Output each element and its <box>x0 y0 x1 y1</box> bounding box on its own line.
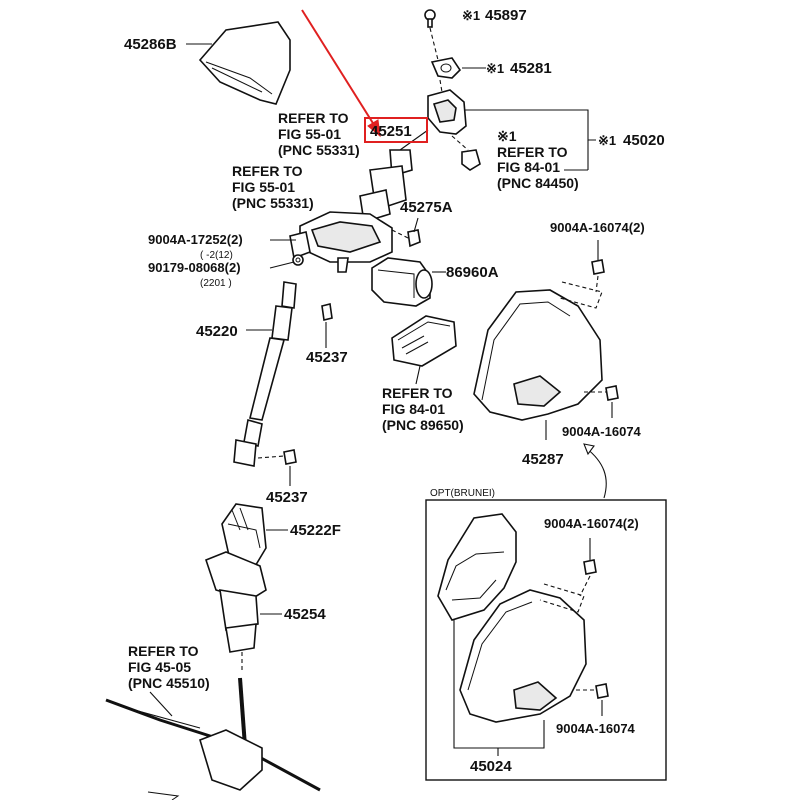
ref-top-right-mark: ※1 <box>497 128 517 144</box>
cover-45024-upper-drawing <box>437 513 517 621</box>
label-45254: 45254 <box>284 606 326 623</box>
ref-45-05-line2: FIG 45-05 <box>128 659 191 675</box>
label-9004a-16074-2-top: 9004A-16074(2) <box>550 220 645 235</box>
screw-9004a-mid-drawing <box>584 385 619 418</box>
ref-55b-line2: FIG 55-01 <box>232 179 295 195</box>
label-90179-08068: 90179-08068(2) <box>148 260 241 275</box>
label-9004a-17252: 9004A-17252(2) <box>148 232 243 247</box>
intermediate-shaft-45220-drawing <box>233 281 297 467</box>
housing-45254-drawing <box>205 551 282 672</box>
boot-cover-45222f-drawing <box>221 503 288 569</box>
key-cylinder-45281-drawing <box>430 57 486 79</box>
upper-cover-45286b-drawing <box>186 21 291 105</box>
ref-84-bottom-line2: FIG 84-01 <box>382 401 445 417</box>
label-45222f: 45222F <box>290 522 341 539</box>
label-45287: 45287 <box>522 451 564 468</box>
label-9004a-16074-2-box: 9004A-16074(2) <box>544 516 639 531</box>
ref-top-right-line3: (PNC 84450) <box>497 175 579 191</box>
ref-84-bottom-line1: REFER TO <box>382 385 453 401</box>
bolt-45237-a-drawing <box>321 303 333 348</box>
screw-box-bottom-drawing <box>576 683 609 716</box>
screw-box-top-drawing <box>579 538 597 597</box>
label-45281: 45281 <box>510 60 552 77</box>
motor-86960a-drawing <box>371 257 446 307</box>
lock-assembly-45020-drawing <box>427 79 596 171</box>
steering-rack-drawing <box>105 677 321 800</box>
ref-45-05-line3: (PNC 45510) <box>128 675 210 691</box>
cover-45024-lower-drawing <box>459 583 587 723</box>
label-45897-mark: ※1 <box>462 8 480 23</box>
label-45281-mark: ※1 <box>486 61 504 76</box>
ref-55a-line2: FIG 55-01 <box>278 126 341 142</box>
ref-55a-line3: (PNC 55331) <box>278 142 360 158</box>
label-45024: 45024 <box>470 758 512 775</box>
ref-top-right-line1: REFER TO <box>497 144 568 160</box>
option-brunei-box <box>425 499 667 781</box>
ref-55a-line1: REFER TO <box>278 110 349 126</box>
bolt-45237-b-drawing <box>257 449 297 486</box>
label-45286b: 45286B <box>124 36 177 53</box>
label-9004a-16074-box: 9004A-16074 <box>556 721 636 736</box>
ref-55b-line3: (PNC 55331) <box>232 195 314 211</box>
ref-55b-line1: REFER TO <box>232 163 303 179</box>
label-45275a: 45275A <box>400 199 453 216</box>
bracket-45024 <box>453 620 545 756</box>
note-90179-08068: (2201 ) <box>200 278 232 289</box>
steering-column-45251-drawing <box>289 129 429 273</box>
bolt-45275a-drawing <box>407 217 421 248</box>
option-arrow <box>583 443 607 499</box>
nut-90179-drawing <box>269 239 304 269</box>
label-45020: 45020 <box>623 132 665 149</box>
label-45020-mark: ※1 <box>598 133 616 148</box>
label-45897: 45897 <box>485 7 527 24</box>
label-86960a: 86960A <box>446 264 499 281</box>
bolt-45897-drawing <box>424 9 439 61</box>
label-45220: 45220 <box>196 323 238 340</box>
highlight-box-45251 <box>364 117 428 143</box>
ref-84-bottom-line3: (PNC 89650) <box>382 417 464 433</box>
screw-9004a-top-drawing <box>591 240 605 293</box>
ref-45-05-line1: REFER TO <box>128 643 199 659</box>
highlight-arrow <box>301 9 381 138</box>
label-9004a-16074-mid: 9004A-16074 <box>562 424 642 439</box>
note-9004a-17252: ( -2(12) <box>200 250 233 261</box>
label-45237-a: 45237 <box>306 349 348 366</box>
lower-cover-45287-drawing <box>473 281 603 440</box>
ecu-box-drawing <box>391 315 457 385</box>
label-opt-brunei: OPT(BRUNEI) <box>430 488 495 499</box>
label-45251: 45251 <box>370 123 412 140</box>
label-45237-b: 45237 <box>266 489 308 506</box>
ref-top-right-line2: FIG 84-01 <box>497 159 560 175</box>
